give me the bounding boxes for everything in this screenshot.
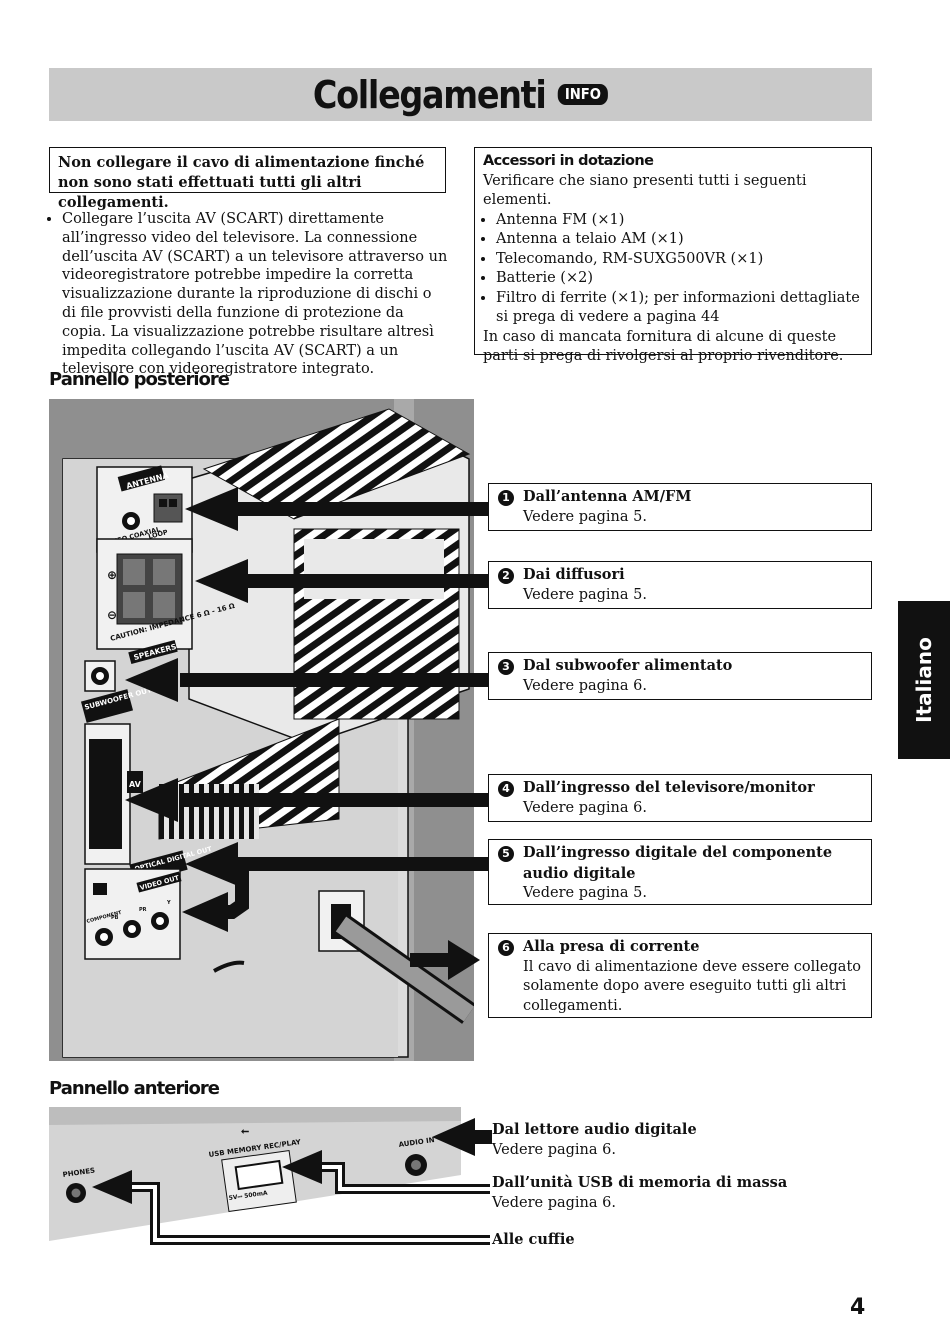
callout-title: Dall’ingresso digitale del componente au…: [523, 844, 833, 882]
callout-digital: 5 Dall’ingresso digitale del componente …: [488, 839, 872, 905]
plus-icon: ⊕: [107, 568, 117, 582]
accessory-item: Telecomando, RM-SUXG500VR (×1): [496, 250, 863, 270]
callout-text: Vedere pagina 6.: [523, 799, 647, 816]
accessories-list: Antenna FM (×1) Antenna a telaio AM (×1)…: [483, 211, 863, 328]
front-label-usb: Dall’unità USB di memoria di massa Veder…: [492, 1173, 787, 1213]
accessory-item: Batterie (×2): [496, 269, 863, 289]
callout-text: Vedere pagina 5.: [523, 508, 647, 525]
front-label-title: Dall’unità USB di memoria di massa: [492, 1174, 788, 1191]
header-band: [49, 68, 872, 121]
front-label-audio: Dal lettore audio digitale Vedere pagina…: [492, 1120, 697, 1160]
intro-text: Collegare l’uscita AV (SCART) direttamen…: [49, 210, 449, 379]
page-title-text: Collegamenti: [312, 72, 547, 117]
callout-speakers: 2 Dai diffusori Vedere pagina 5.: [488, 561, 872, 609]
callout-number: 6: [498, 940, 514, 956]
callout-number: 1: [498, 490, 514, 506]
intro-bullet: Collegare l’uscita AV (SCART) direttamen…: [62, 210, 449, 379]
warning-box: Non collegare il cavo di alimentazione f…: [49, 147, 446, 211]
page-title: Collegamenti INFO: [55, 68, 865, 121]
usb-icon: ⭠: [241, 1126, 249, 1137]
accessories-box: Accessori in dotazione Verificare che si…: [474, 147, 872, 364]
callout-title: Dal subwoofer alimentato: [523, 657, 733, 674]
accessory-item: Filtro di ferrite (×1); per informazioni…: [496, 289, 863, 328]
callout-text: Vedere pagina 5.: [523, 586, 647, 603]
accessories-title: Accessori in dotazione: [483, 153, 654, 169]
front-label-text: Vedere pagina 6.: [492, 1194, 616, 1211]
language-tab-label: Italiano: [912, 637, 936, 723]
callout-number: 5: [498, 846, 514, 862]
front-panel-heading: Pannello anteriore: [49, 1078, 220, 1099]
intro-list: Collegare l’uscita AV (SCART) direttamen…: [49, 210, 449, 379]
info-badge: INFO: [557, 84, 609, 105]
accessory-item: Antenna a telaio AM (×1): [496, 230, 863, 250]
pb-label: PB: [111, 915, 119, 921]
minus-icon: ⊖: [107, 608, 117, 622]
callout-title: Alla presa di corrente: [523, 938, 700, 955]
av-label: AV: [129, 780, 142, 789]
callout-number: 2: [498, 568, 514, 584]
front-label-title: Alle cuffie: [492, 1231, 575, 1248]
language-tab: Italiano: [898, 601, 950, 759]
callout-text: Vedere pagina 6.: [523, 677, 647, 694]
rear-panel-heading: Pannello posteriore: [49, 369, 230, 390]
pr-label: PR: [139, 907, 147, 913]
y-label: Y: [166, 900, 171, 906]
page-number: 4: [850, 1295, 866, 1320]
callout-title: Dall’ingresso del televisore/monitor: [523, 779, 815, 796]
callout-number: 3: [498, 659, 514, 675]
front-label-text: Vedere pagina 6.: [492, 1141, 616, 1158]
callout-title: Dall’antenna AM/FM: [523, 488, 692, 505]
accessories-intro: Verificare che siano presenti tutti i se…: [483, 172, 807, 209]
accessories-outro: In caso di mancata fornitura di alcune d…: [483, 328, 844, 365]
callout-title: Dai diffusori: [523, 566, 625, 583]
callout-power: 6 Alla presa di corrente Il cavo di alim…: [488, 933, 872, 1018]
callout-text: Il cavo di alimentazione deve essere col…: [523, 958, 861, 1014]
callout-antenna: 1 Dall’antenna AM/FM Vedere pagina 5.: [488, 483, 872, 531]
front-label-phones: Alle cuffie: [492, 1230, 575, 1251]
callout-tv: 4 Dall’ingresso del televisore/monitor V…: [488, 774, 872, 822]
accessory-item: Antenna FM (×1): [496, 211, 863, 231]
callout-text: Vedere pagina 5.: [523, 885, 647, 901]
front-label-title: Dal lettore audio digitale: [492, 1121, 697, 1138]
callout-subwoofer: 3 Dal subwoofer alimentato Vedere pagina…: [488, 652, 872, 700]
callout-number: 4: [498, 781, 514, 797]
